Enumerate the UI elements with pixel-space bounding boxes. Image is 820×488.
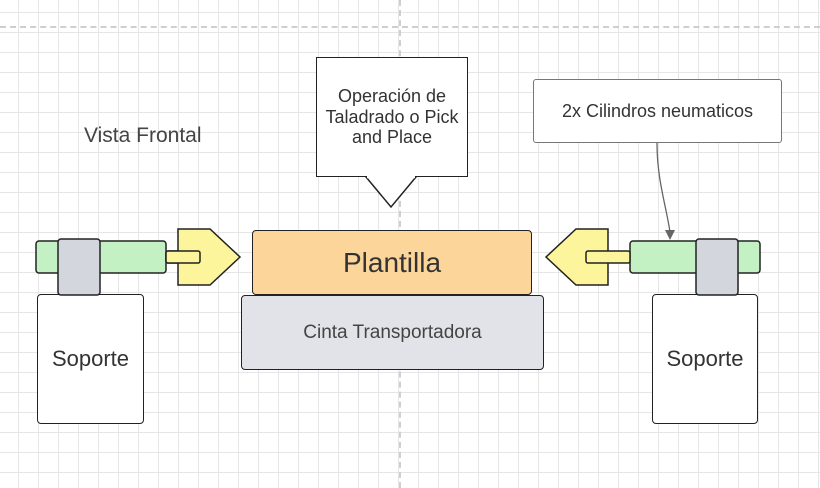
cylinders-note[interactable]: 2x Cilindros neumaticos <box>533 79 782 143</box>
right-piston-head <box>544 228 609 286</box>
left-pneumatic-cylinder[interactable] <box>35 228 242 296</box>
right-pneumatic-cylinder[interactable] <box>544 228 761 296</box>
note-connector-line <box>656 142 671 233</box>
right-piston-rod <box>585 250 631 264</box>
right-cylinder-body <box>629 240 761 274</box>
left-cylinder-clamp <box>57 238 101 296</box>
conveyor-belt-block[interactable]: Cinta Transportadora <box>241 295 544 370</box>
left-cylinder-body <box>35 240 167 274</box>
diagram-title: Vista Frontal <box>84 124 202 147</box>
callout-pointer <box>364 176 418 209</box>
right-support[interactable]: Soporte <box>652 294 758 424</box>
plantilla-block[interactable]: Plantilla <box>252 230 532 295</box>
left-piston-head <box>177 228 242 286</box>
right-cylinder-clamp <box>695 238 739 296</box>
operation-callout[interactable]: Operación de Taladrado o Pick and Place <box>316 57 468 177</box>
horizontal-guide-line <box>0 26 820 28</box>
left-support[interactable]: Soporte <box>37 294 144 424</box>
note-connector-arrowhead <box>665 230 675 240</box>
